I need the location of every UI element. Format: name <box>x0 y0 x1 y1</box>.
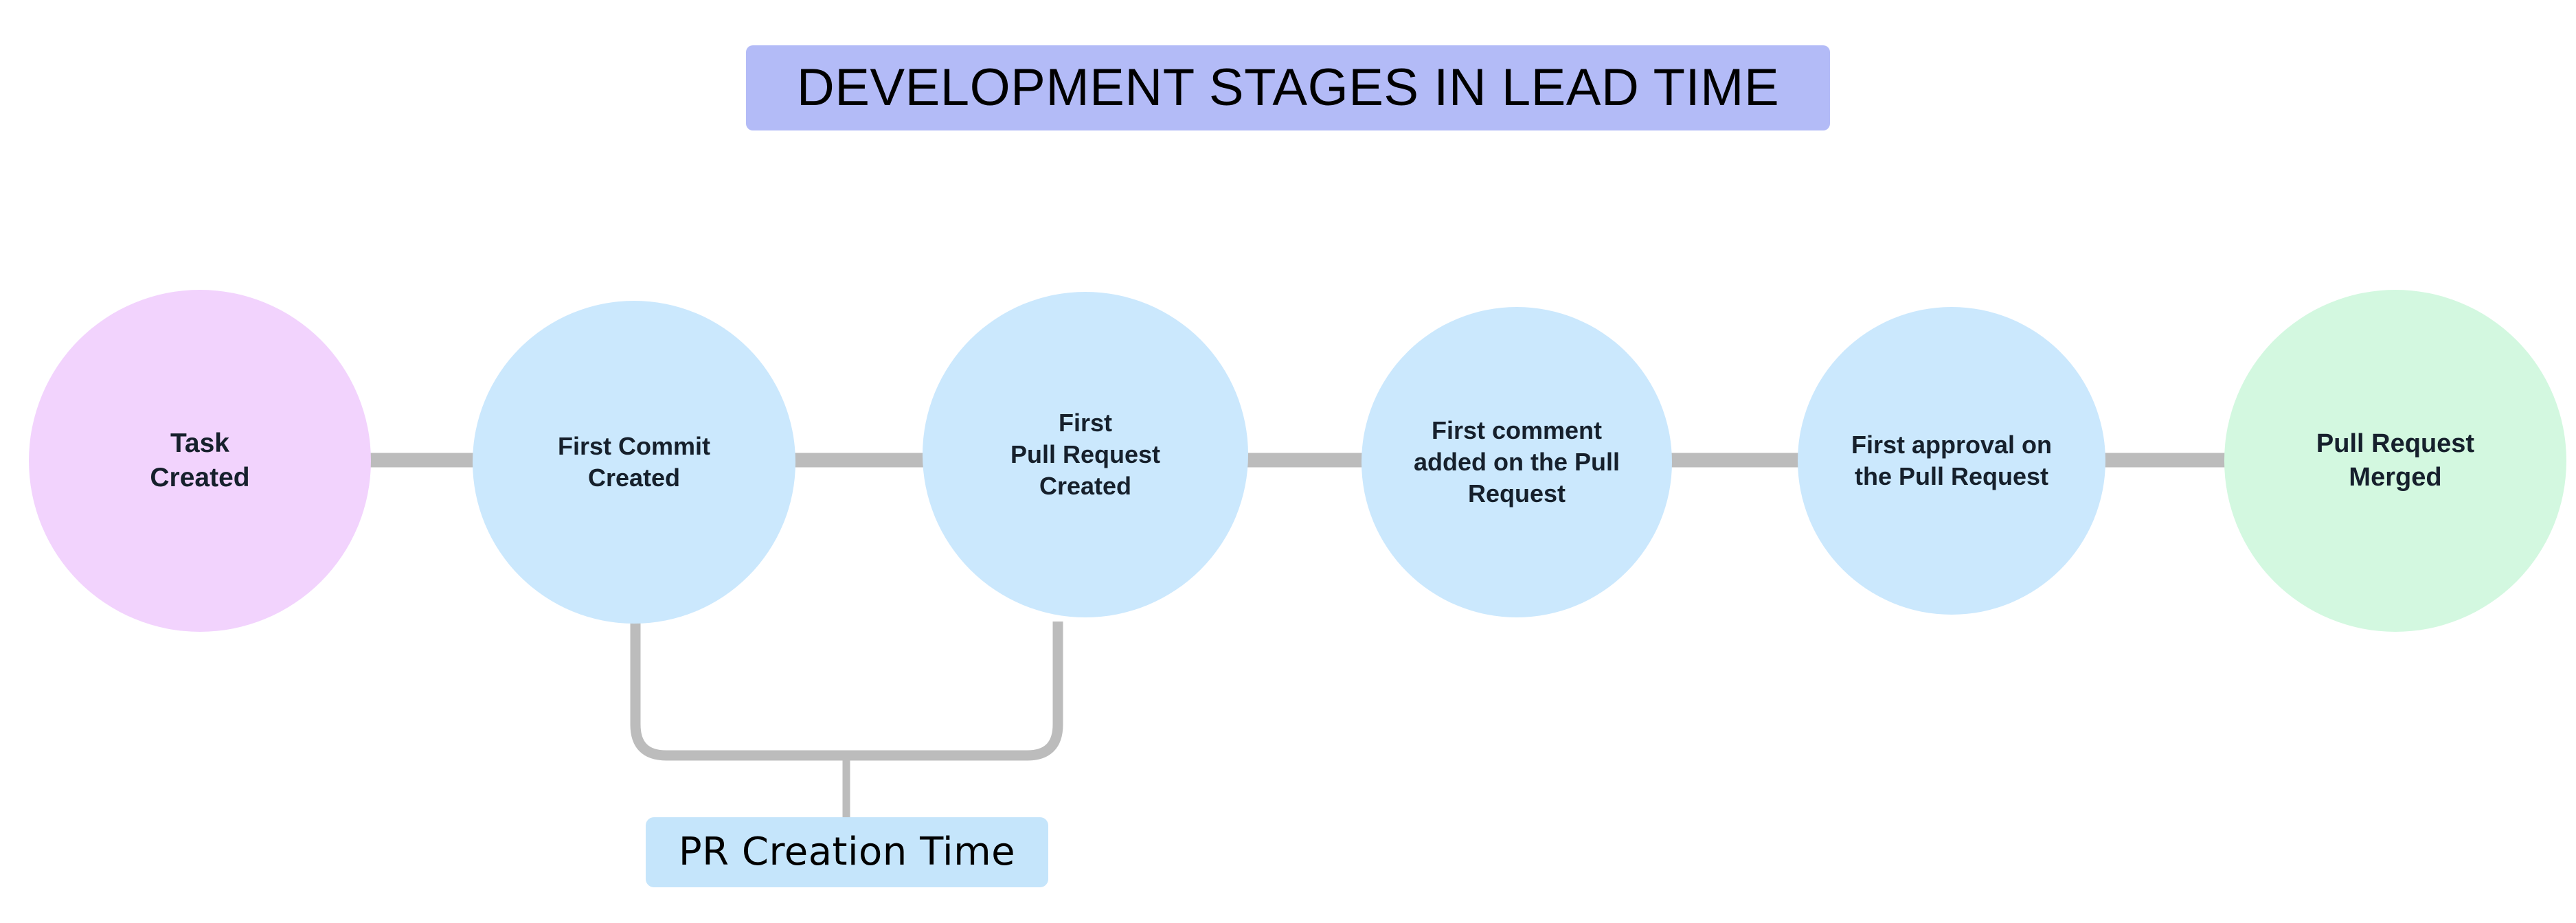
node-task-created-label: Task Created <box>150 429 250 492</box>
node-pull-request-merged[interactable]: Pull Request Merged <box>2224 290 2566 632</box>
annotation-pr-creation-time-label: PR Creation Time <box>678 830 1016 874</box>
diagram-title-text: DEVELOPMENT STAGES IN LEAD TIME <box>796 58 1780 117</box>
node-first-approval-label: First approval on the Pull Request <box>1851 430 2053 490</box>
node-first-pull-request-created[interactable]: First Pull Request Created <box>923 292 1248 617</box>
node-pull-request-merged-label: Pull Request Merged <box>2316 429 2475 492</box>
node-first-commit-created-label: First Commit Created <box>557 431 710 492</box>
node-task-created[interactable]: Task Created <box>29 290 371 632</box>
node-first-comment-added[interactable]: First comment added on the Pull Request <box>1362 307 1672 617</box>
annotation-bracket <box>630 622 1063 761</box>
diagram-title-banner: DEVELOPMENT STAGES IN LEAD TIME <box>746 45 1830 130</box>
node-first-approval[interactable]: First approval on the Pull Request <box>1798 307 2105 615</box>
node-first-commit-created[interactable]: First Commit Created <box>473 301 795 624</box>
annotation-pr-creation-time[interactable]: PR Creation Time <box>646 817 1048 887</box>
node-first-pull-request-created-label: First Pull Request Created <box>1010 408 1161 501</box>
node-first-comment-added-label: First comment added on the Pull Request <box>1413 415 1620 508</box>
